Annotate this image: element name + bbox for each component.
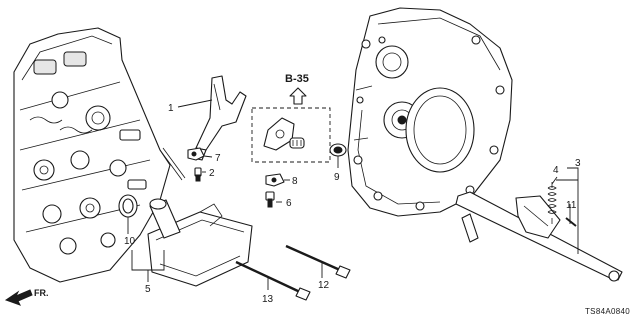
callout-7: 7 (215, 153, 221, 164)
seal-9 (329, 143, 347, 157)
reference-label: B-35 (285, 73, 309, 85)
valve-body (13, 27, 186, 283)
callout-13: 13 (262, 294, 274, 305)
callout-12: 12 (318, 280, 330, 291)
bolt-13 (235, 260, 311, 301)
shift-fork (192, 75, 247, 161)
reference-arrow (289, 87, 307, 105)
clip-7 (187, 147, 205, 161)
callout-9: 9 (334, 172, 340, 183)
callout-labels: 1 7 2 3 4 6 8 9 10 11 5 12 13 (124, 103, 581, 305)
pin-11 (565, 217, 577, 227)
callout-4: 4 (553, 165, 559, 176)
bolt-2 (194, 167, 202, 182)
callout-5: 5 (145, 284, 151, 295)
callout-11: 11 (566, 200, 577, 211)
shift-shaft (455, 191, 623, 282)
callout-6: 6 (286, 198, 292, 209)
callout-10: 10 (124, 236, 136, 247)
front-direction-indicator: FR. (4, 288, 49, 306)
leader-lines (127, 99, 579, 290)
transmission-case (347, 7, 513, 217)
diagram-code: TS84A0840 (585, 307, 630, 316)
callout-3: 3 (575, 158, 581, 169)
callout-8: 8 (292, 176, 298, 187)
bolt-6 (265, 191, 275, 208)
bolt-12 (285, 244, 351, 279)
callout-1: 1 (168, 103, 174, 114)
o-ring-10 (118, 194, 138, 218)
clip-8 (265, 173, 285, 187)
reference-box (251, 107, 331, 163)
front-label: FR. (34, 288, 49, 298)
strainer (147, 198, 253, 287)
spring-4 (547, 182, 557, 224)
callout-2: 2 (209, 168, 215, 179)
front-arrow-icon (4, 289, 33, 306)
